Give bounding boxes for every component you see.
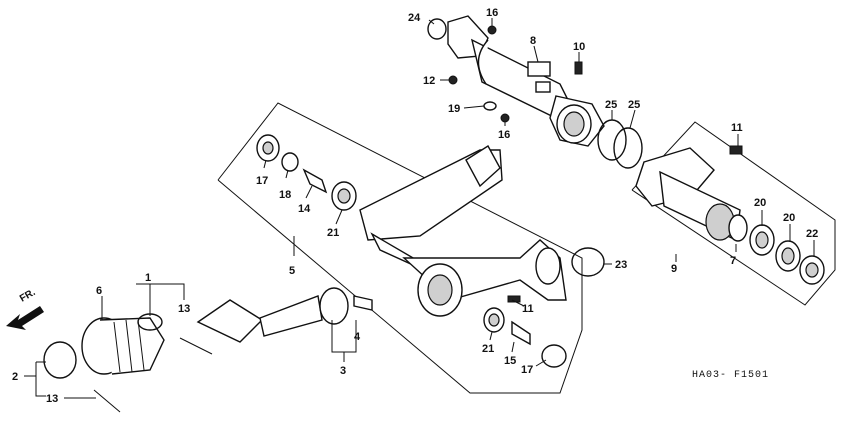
- bearing-housing-part: [635, 147, 741, 242]
- bearing-21-upper: [331, 181, 357, 211]
- screw-13a: [179, 337, 213, 355]
- swingarm-group-outline: [217, 102, 583, 394]
- cap-17-lower: [541, 344, 567, 368]
- bearing-20b: [775, 240, 801, 272]
- bolt-11-lower: [507, 295, 521, 303]
- washer-19: [483, 101, 497, 111]
- callout-17a: 17: [256, 175, 268, 187]
- callout-20a: 20: [754, 197, 766, 209]
- callout-11a: 11: [731, 122, 743, 134]
- pivot-bolt-14: [302, 168, 328, 194]
- callout-24a: 24: [408, 12, 421, 24]
- leader-lines: [24, 18, 815, 399]
- callout-9: 9: [671, 263, 677, 275]
- callout-18: 18: [279, 189, 291, 201]
- housing-group-outline: [631, 121, 836, 306]
- callout-19: 19: [448, 103, 460, 115]
- callout-labels: 24 16 8 10 12 19 16 25 25 11 17 18 14 21…: [12, 7, 818, 405]
- callout-6: 6: [96, 285, 102, 297]
- universal-joint-part: [196, 287, 349, 343]
- callout-21a: 21: [327, 227, 339, 239]
- cap-17-upper: [256, 134, 280, 162]
- o-ring-25b: [613, 127, 643, 169]
- o-ring-23: [571, 247, 605, 277]
- clamp-2: [43, 341, 77, 379]
- swingarm-part: [359, 145, 567, 317]
- callout-25a: 25: [605, 99, 617, 111]
- callout-23: 23: [615, 259, 627, 271]
- callout-20b: 20: [783, 212, 795, 224]
- callout-12: 12: [423, 75, 435, 87]
- callout-2: 2: [12, 371, 18, 383]
- front-direction-arrow-icon: [6, 306, 44, 330]
- bolt-12: [448, 75, 458, 85]
- seal-7: [728, 214, 748, 242]
- nut-16-lower: [500, 113, 510, 123]
- callout-13a: 13: [178, 303, 190, 315]
- o-ring-25a: [597, 119, 627, 161]
- callout-16b: 16: [498, 129, 510, 141]
- diagram-code: HA03- F1501: [692, 370, 769, 381]
- callout-21b: 21: [482, 343, 494, 355]
- callout-8: 8: [530, 35, 536, 47]
- screw-13b: [93, 389, 121, 413]
- callout-1: 1: [145, 272, 151, 284]
- bolt-16-top: [487, 25, 497, 35]
- bolt-10: [574, 61, 583, 75]
- seal-18: [281, 152, 299, 172]
- callout-4: 4: [354, 331, 361, 343]
- callout-17b: 17: [521, 364, 533, 376]
- callout-16a: 16: [486, 7, 498, 19]
- bearing-22: [799, 255, 825, 285]
- bearing-20a: [749, 224, 775, 256]
- callout-7: 7: [730, 255, 736, 267]
- boot-6: [81, 317, 165, 375]
- callout-11b: 11: [522, 303, 534, 315]
- spring-4: [353, 295, 373, 311]
- callout-5: 5: [289, 265, 295, 277]
- final-drive-housing-part: [427, 15, 605, 147]
- bolt-11-right: [729, 145, 743, 155]
- callout-13b: 13: [46, 393, 58, 405]
- callout-15: 15: [504, 355, 516, 367]
- callout-14: 14: [298, 203, 311, 215]
- callout-10: 10: [573, 41, 585, 53]
- bearing-21-lower: [483, 307, 505, 333]
- callout-25b: 25: [628, 99, 640, 111]
- pivot-bolt-15: [511, 320, 531, 346]
- callout-3: 3: [340, 365, 346, 377]
- callout-22: 22: [806, 228, 818, 240]
- front-direction-label: FR.: [18, 287, 38, 305]
